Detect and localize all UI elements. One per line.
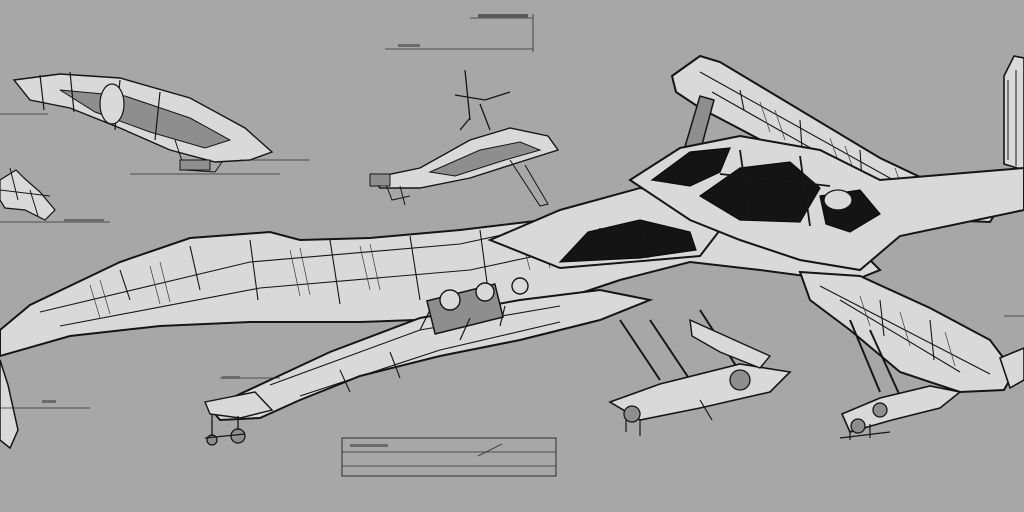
top-scale-annotation: [385, 14, 534, 52]
forward-landing-gear: [204, 391, 274, 446]
wing-cockpit-section: [608, 54, 1024, 440]
far-left-fragment: [0, 167, 110, 223]
engine-cluster: [419, 277, 529, 341]
top-left-ship-thumbnail: [0, 71, 310, 175]
top-center-ship-thumbnail: [369, 69, 560, 207]
mid-landing-gear: [608, 318, 792, 436]
right-landing-gear: [839, 385, 962, 440]
main-ship-side-view: [0, 180, 882, 450]
bottom-title-block: [341, 437, 557, 477]
